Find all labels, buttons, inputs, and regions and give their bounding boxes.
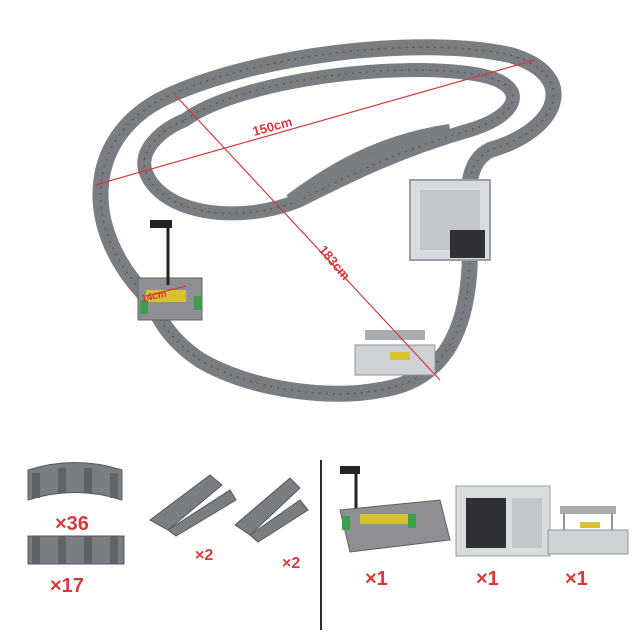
level-crossing-part: ×1 xyxy=(339,466,451,590)
inner-loop-track xyxy=(137,63,520,221)
right-switch-part: ×2 xyxy=(234,477,309,572)
level-crossing-on-layout xyxy=(137,220,203,321)
small-dimension-label: 14cm xyxy=(140,289,167,305)
station-qty: ×1 xyxy=(565,568,588,590)
curved-track-qty: ×36 xyxy=(55,513,89,535)
tunnel-on-layout xyxy=(409,179,491,261)
left-switch-part: ×2 xyxy=(149,474,237,564)
tunnel-part: ×1 xyxy=(455,485,551,590)
tunnel-qty: ×1 xyxy=(476,568,499,590)
station-on-layout xyxy=(354,330,436,376)
length-dimension-label: 183cm xyxy=(316,242,354,283)
track-layout xyxy=(92,39,562,402)
straight-track-qty: ×17 xyxy=(50,575,84,597)
straight-track-part: ×17 xyxy=(27,535,125,597)
curved-track-part: ×36 xyxy=(27,462,123,535)
level-crossing-qty: ×1 xyxy=(365,568,388,590)
right-switch-qty: ×2 xyxy=(282,555,300,572)
switch-branch-track xyxy=(286,124,451,205)
left-switch-qty: ×2 xyxy=(195,547,213,564)
station-part: ×1 xyxy=(547,506,629,590)
